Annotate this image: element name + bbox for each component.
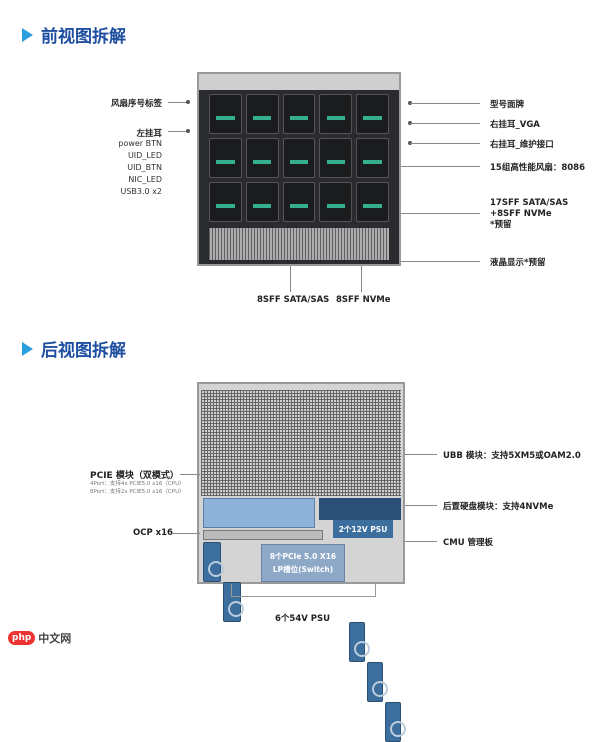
cmu-label: CMU 管理板 <box>443 538 494 548</box>
pcie-module-details: 4Port：支持4x PCIE5.0 x16（CPU）8Port：支持2x PC… <box>90 481 185 495</box>
front-title-text: 前视图拆解 <box>41 27 126 47</box>
rear-section-title: 后视图拆解 <box>22 336 126 361</box>
lcd-label: 液晶显示*预留 <box>490 258 546 268</box>
drives-label: 17SFF SATA/SAS+8SFF NVMe*预留 <box>490 198 569 230</box>
triangle-bullet-icon <box>22 341 33 356</box>
rear-drive-module <box>319 498 401 520</box>
pcie-module-label: PCIE 模块（双模式） <box>90 471 179 481</box>
ocp-label: OCP x16 <box>133 528 173 538</box>
fans-label: 15组高性能风扇：8086 <box>490 163 585 173</box>
watermark-logo: php 中文网 <box>8 630 71 646</box>
right-ear-maint-label: 右挂耳_维护接口 <box>490 140 554 150</box>
drive-bays <box>209 228 389 260</box>
psu-54v-label: 6个54V PSU <box>275 614 331 624</box>
triangle-bullet-icon <box>22 27 33 42</box>
rear-drive-label: 后置硬盘模块：支持4NVMe <box>443 502 554 512</box>
psu-bracket <box>231 584 376 597</box>
model-plate-label: 型号面牌 <box>490 100 525 110</box>
psu-12v: 2个12V PSU <box>333 520 393 538</box>
sata-bay-label: 8SFF SATA/SAS <box>257 295 330 305</box>
fan-grid <box>209 94 389 222</box>
nvme-bay-label: 8SFF NVMe <box>336 295 391 305</box>
fan-serial-label: 风扇序号标签 <box>110 99 162 109</box>
right-ear-vga-label: 右挂耳_VGA <box>490 120 540 130</box>
left-ear-label: 左挂耳 <box>136 129 162 139</box>
ocp-slot <box>203 530 323 540</box>
rear-title-text: 后视图拆解 <box>41 341 126 361</box>
pcie-module <box>203 498 315 528</box>
ubb-label: UBB 模块：支持5XM5或OAM2.0 <box>443 451 581 461</box>
ubb-grille <box>201 390 401 496</box>
front-section-title: 前视图拆解 <box>22 22 126 47</box>
front-server-image <box>197 72 401 266</box>
